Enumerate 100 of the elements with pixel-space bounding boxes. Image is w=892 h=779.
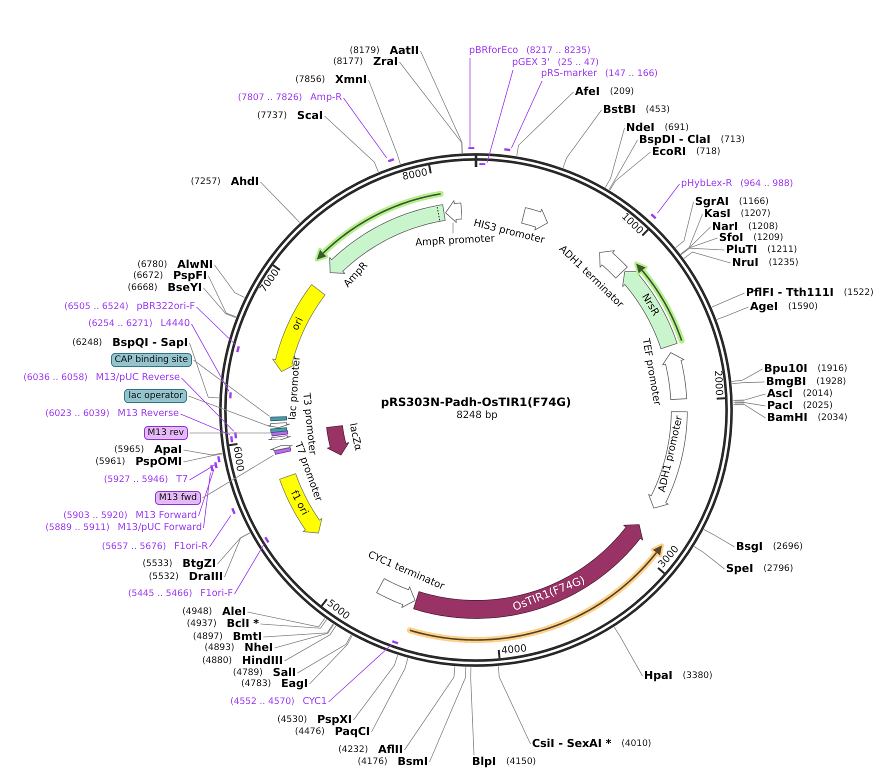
- leader-line: [183, 454, 223, 462]
- enzyme-name: BclI *: [226, 617, 259, 631]
- cut-position: (2014): [802, 388, 833, 401]
- cut-position: (2025): [802, 400, 833, 413]
- primer-name: F1ori-F: [200, 587, 233, 601]
- enzyme-name: ZraI: [373, 55, 398, 69]
- cut-position: (209): [610, 86, 634, 99]
- cut-position: (4893): [204, 642, 234, 655]
- feature-segment: [268, 434, 292, 440]
- enzyme-name: NdeI: [626, 121, 655, 135]
- leader-line: [420, 50, 463, 154]
- leader-line: [263, 624, 334, 638]
- feature-bar: [270, 416, 287, 422]
- leader-line: [191, 324, 230, 392]
- cut-position: (5532): [148, 571, 179, 584]
- leader-line: [716, 306, 749, 320]
- primer-mark: [467, 146, 476, 150]
- enzyme-name: BmgBI: [766, 375, 806, 389]
- leader-line: [486, 70, 514, 164]
- leader-line: [183, 450, 223, 456]
- enzyme-name: EcoRI: [652, 145, 686, 159]
- leader-line: [694, 546, 725, 570]
- leader-line: [614, 626, 643, 676]
- leader-line: [452, 222, 454, 234]
- cut-position: (4948): [182, 606, 212, 619]
- feature-tag: CAP binding site: [110, 353, 192, 367]
- enzyme-name: BtgZI: [182, 557, 216, 571]
- cut-position: (1590): [788, 301, 818, 314]
- primer-name: pBR322ori-F: [136, 300, 195, 314]
- sequence-length: 8248 bp: [456, 410, 498, 422]
- leader-line: [247, 612, 326, 628]
- leader-line: [562, 110, 602, 168]
- leader-line: [680, 214, 703, 254]
- primer-mark: [650, 213, 658, 220]
- primer-mark: [478, 162, 488, 166]
- enzyme-name: NruI: [732, 256, 759, 270]
- cut-position: (5965): [114, 444, 144, 456]
- leader-line: [470, 666, 474, 756]
- cut-position: (4530): [277, 714, 308, 727]
- leader-line: [731, 368, 763, 382]
- enzyme-name: AatII: [390, 44, 419, 57]
- cut-position: (8177): [333, 56, 364, 69]
- cut-position: (4010): [621, 738, 652, 751]
- primer-name: M13 Reverse: [118, 407, 179, 421]
- feature-tag: lac operator: [124, 389, 187, 403]
- cut-position: (453): [646, 104, 670, 117]
- leader-line: [609, 152, 651, 191]
- primer-mark: [386, 158, 395, 162]
- leader-line: [189, 432, 272, 434]
- scale-number: 6000: [230, 446, 246, 473]
- leader-line: [196, 306, 236, 346]
- leader-line: [224, 532, 250, 578]
- feature-segment: [444, 200, 462, 223]
- primer-position: (5889 .. 5911): [45, 522, 110, 535]
- feature-segment: [266, 422, 290, 428]
- enzyme-name: BsmI: [398, 755, 428, 769]
- primer-mark: [228, 391, 232, 400]
- leader-line: [680, 226, 711, 255]
- leader-line: [680, 248, 725, 256]
- cut-position: (4783): [241, 678, 272, 691]
- primer-mark: [230, 507, 236, 516]
- leader-line: [203, 472, 211, 528]
- enzyme-name: BmtI: [232, 630, 262, 643]
- feature-segment: ADH1 promoter: [648, 411, 688, 510]
- scale-number: 2000: [711, 370, 724, 396]
- primer-position: (5903 .. 5920): [63, 510, 128, 523]
- leader-line: [189, 342, 220, 398]
- cut-position: (1208): [748, 221, 778, 233]
- enzyme-name: KasI: [704, 207, 731, 221]
- primer-position: (5445 .. 5466): [128, 588, 192, 601]
- leader-line: [732, 402, 766, 406]
- primer-mark: [234, 431, 237, 440]
- enzyme-name: SpeI: [726, 562, 754, 576]
- cut-position: (4476): [294, 726, 325, 739]
- leader-line: [217, 532, 250, 564]
- cut-position: (4232): [338, 744, 368, 757]
- primer-position: (147 .. 166): [604, 68, 658, 81]
- leader-line: [234, 543, 265, 594]
- primer-mark: [264, 536, 270, 544]
- leader-line: [429, 666, 466, 762]
- enzyme-name: SalI: [272, 666, 296, 679]
- cut-position: (4937): [186, 618, 217, 631]
- cut-position: (3380): [682, 670, 713, 683]
- enzyme-name: ApaI: [154, 443, 182, 456]
- enzyme-name: BspQI - SapI: [112, 336, 188, 350]
- leader-line: [703, 529, 735, 548]
- enzyme-name: BlpI: [472, 755, 496, 769]
- leader-line: [608, 140, 638, 190]
- primer-position: (7807 .. 7826): [238, 92, 302, 105]
- enzyme-name: CsiI - SexAI *: [532, 737, 612, 751]
- feature-segment: [270, 445, 294, 452]
- leader-line: [732, 382, 765, 384]
- cut-position: (1916): [818, 363, 848, 376]
- leader-line: [368, 80, 401, 164]
- cut-position: (713): [720, 134, 745, 147]
- leader-line: [203, 288, 236, 318]
- cut-position: (2696): [772, 541, 803, 554]
- primer-name: pBRforEco: [469, 44, 518, 58]
- cut-position: (1209): [753, 232, 784, 244]
- leader-line: [309, 635, 353, 684]
